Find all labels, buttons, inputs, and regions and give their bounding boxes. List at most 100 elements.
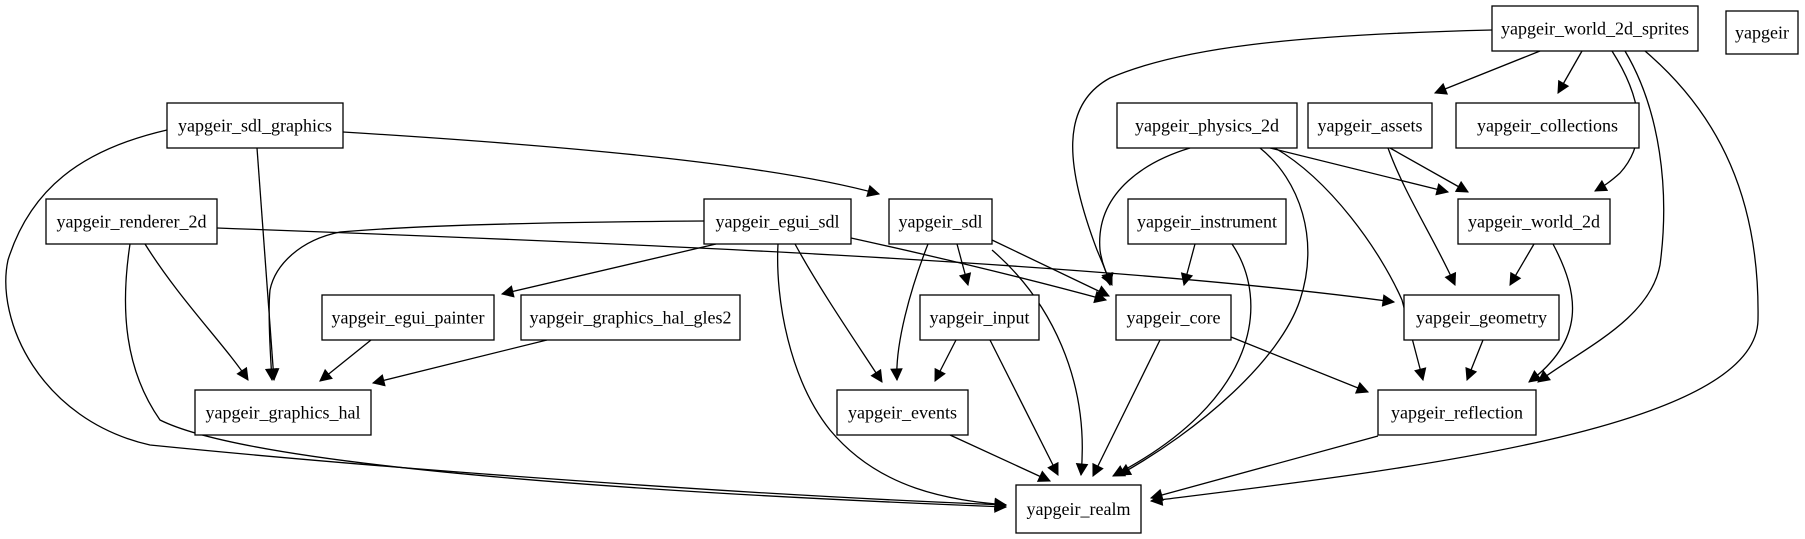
- edge-line: [794, 243, 883, 383]
- edge-line: [372, 339, 548, 384]
- node-graphics-hal-gles2[interactable]: yapgeir_graphics_hal_gles2: [520, 294, 741, 341]
- node-box: [1307, 102, 1433, 149]
- edge-line: [776, 243, 1007, 506]
- node-world-2d[interactable]: yapgeir_world_2d: [1457, 198, 1611, 245]
- node-label: yapgeir_egui_sdl: [716, 212, 840, 232]
- edge-graphics_hal_gles2-to-graphics_hal: [371, 339, 548, 387]
- node-box: [321, 294, 495, 341]
- edge-line: [256, 147, 275, 381]
- node-box: [520, 294, 741, 341]
- edge-renderer_2d-to-graphics_hal: [144, 243, 249, 381]
- node-realm[interactable]: yapgeir_realm: [1015, 484, 1142, 534]
- edge-world_2d_sprites-to-world_2d: [1594, 50, 1639, 192]
- node-label: yapgeir_assets: [1318, 116, 1423, 136]
- arrow-head-icon: [1433, 82, 1449, 95]
- node-box: [1457, 198, 1611, 245]
- node-world-2d-sprites[interactable]: yapgeir_world_2d_sprites: [1491, 5, 1699, 52]
- arrow-head-icon: [371, 374, 386, 387]
- node-box: [166, 102, 344, 149]
- node-geometry[interactable]: yapgeir_geometry: [1403, 294, 1560, 341]
- edge-line: [1150, 50, 1759, 502]
- edge-sdl_graphics-to-graphics_hal: [256, 147, 280, 382]
- edge-egui_sdl-to-graphics_hal: [264, 220, 705, 382]
- arrow-head-icon: [1180, 272, 1194, 287]
- arrow-head-icon: [1381, 294, 1396, 307]
- node-assets[interactable]: yapgeir_assets: [1307, 102, 1433, 149]
- node-box: [919, 294, 1040, 341]
- node-box: [1127, 198, 1287, 245]
- edge-world_2d_sprites-to-collections: [1557, 50, 1583, 94]
- node-label: yapgeir_graphics_hal: [206, 403, 361, 423]
- node-label: yapgeir: [1735, 23, 1789, 43]
- node-events[interactable]: yapgeir_events: [836, 389, 969, 436]
- node-label: yapgeir_reflection: [1391, 403, 1523, 423]
- node-label: yapgeir_events: [848, 403, 957, 423]
- edge-line: [124, 243, 1007, 508]
- arrow-head-icon: [1528, 370, 1542, 383]
- arrow-head-icon: [319, 368, 333, 382]
- arrow-head-icon: [993, 497, 1008, 511]
- arrow-head-icon: [264, 368, 278, 382]
- node-core[interactable]: yapgeir_core: [1115, 294, 1232, 341]
- edge-assets-to-geometry: [1387, 147, 1457, 287]
- edge-line: [896, 243, 929, 381]
- arrow-head-icon: [1557, 79, 1570, 94]
- arrow-head-icon: [1047, 461, 1059, 476]
- edge-sdl-to-realm: [991, 249, 1089, 477]
- arrow-head-icon: [500, 285, 515, 298]
- node-box: [194, 389, 372, 436]
- arrow-head-icon: [1509, 271, 1522, 286]
- node-yapgeir[interactable]: yapgeir: [1725, 10, 1799, 55]
- node-box: [1455, 102, 1640, 149]
- arrow-head-icon: [1465, 366, 1478, 382]
- edge-line: [1150, 435, 1379, 499]
- nodes-layer: yapgeir_world_2d_sprites yapgeir yapgeir_s…: [45, 5, 1799, 534]
- edge-sdl-to-events: [890, 243, 929, 382]
- edge-line: [216, 227, 1395, 303]
- node-label: yapgeir_input: [930, 308, 1030, 328]
- arrow-head-icon: [1354, 381, 1370, 394]
- node-sdl-graphics[interactable]: yapgeir_sdl_graphics: [166, 102, 344, 149]
- node-egui-painter[interactable]: yapgeir_egui_painter: [321, 294, 495, 341]
- edge-core-to-reflection: [1230, 336, 1370, 394]
- node-instrument[interactable]: yapgeir_instrument: [1127, 198, 1287, 245]
- node-label: yapgeir_world_2d_sprites: [1501, 19, 1689, 39]
- node-box: [1015, 484, 1142, 534]
- edge-line: [1434, 50, 1541, 94]
- node-reflection[interactable]: yapgeir_reflection: [1377, 389, 1537, 436]
- node-sdl[interactable]: yapgeir_sdl: [888, 198, 993, 245]
- node-egui-sdl[interactable]: yapgeir_egui_sdl: [703, 198, 852, 245]
- node-label: yapgeir_sdl_graphics: [178, 116, 332, 136]
- arrow-head-icon: [1112, 465, 1127, 477]
- node-box: [1115, 294, 1232, 341]
- edge-sdl_graphics-to-realm: [5, 129, 1008, 511]
- edge-line: [5, 129, 1007, 506]
- arrow-head-icon: [1149, 488, 1164, 502]
- arrow-head-icon: [236, 366, 249, 381]
- edge-line: [991, 239, 1110, 297]
- arrow-head-icon: [890, 368, 903, 382]
- edge-world_2d_sprites-to-core: [1072, 29, 1493, 287]
- edge-line: [991, 249, 1083, 476]
- edge-world_2d-to-reflection: [1528, 243, 1574, 383]
- edge-line: [1528, 243, 1574, 383]
- node-collections[interactable]: yapgeir_collections: [1455, 102, 1640, 149]
- edge-egui_painter-to-graphics_hal: [319, 339, 372, 382]
- edge-physics_2d-to-world_2d: [1269, 147, 1450, 196]
- edge-sdl_graphics-to-sdl: [342, 131, 881, 198]
- node-label: yapgeir_instrument: [1137, 212, 1277, 232]
- edge-line: [268, 220, 705, 381]
- edge-line: [1387, 147, 1456, 286]
- node-graphics-hal[interactable]: yapgeir_graphics_hal: [194, 389, 372, 436]
- node-renderer-2d[interactable]: yapgeir_renderer_2d: [45, 198, 218, 245]
- node-label: yapgeir_graphics_hal_gles2: [530, 308, 732, 328]
- arrow-head-icon: [1036, 470, 1052, 482]
- edge-input-to-realm: [989, 339, 1059, 476]
- node-input[interactable]: yapgeir_input: [919, 294, 1040, 341]
- edge-sdl-to-core: [991, 239, 1111, 297]
- arrow-head-icon: [1101, 271, 1113, 287]
- node-physics-2d[interactable]: yapgeir_physics_2d: [1116, 102, 1298, 149]
- node-box: [1377, 389, 1537, 436]
- edge-egui_sdl-to-realm: [776, 243, 1008, 511]
- node-box: [1403, 294, 1560, 341]
